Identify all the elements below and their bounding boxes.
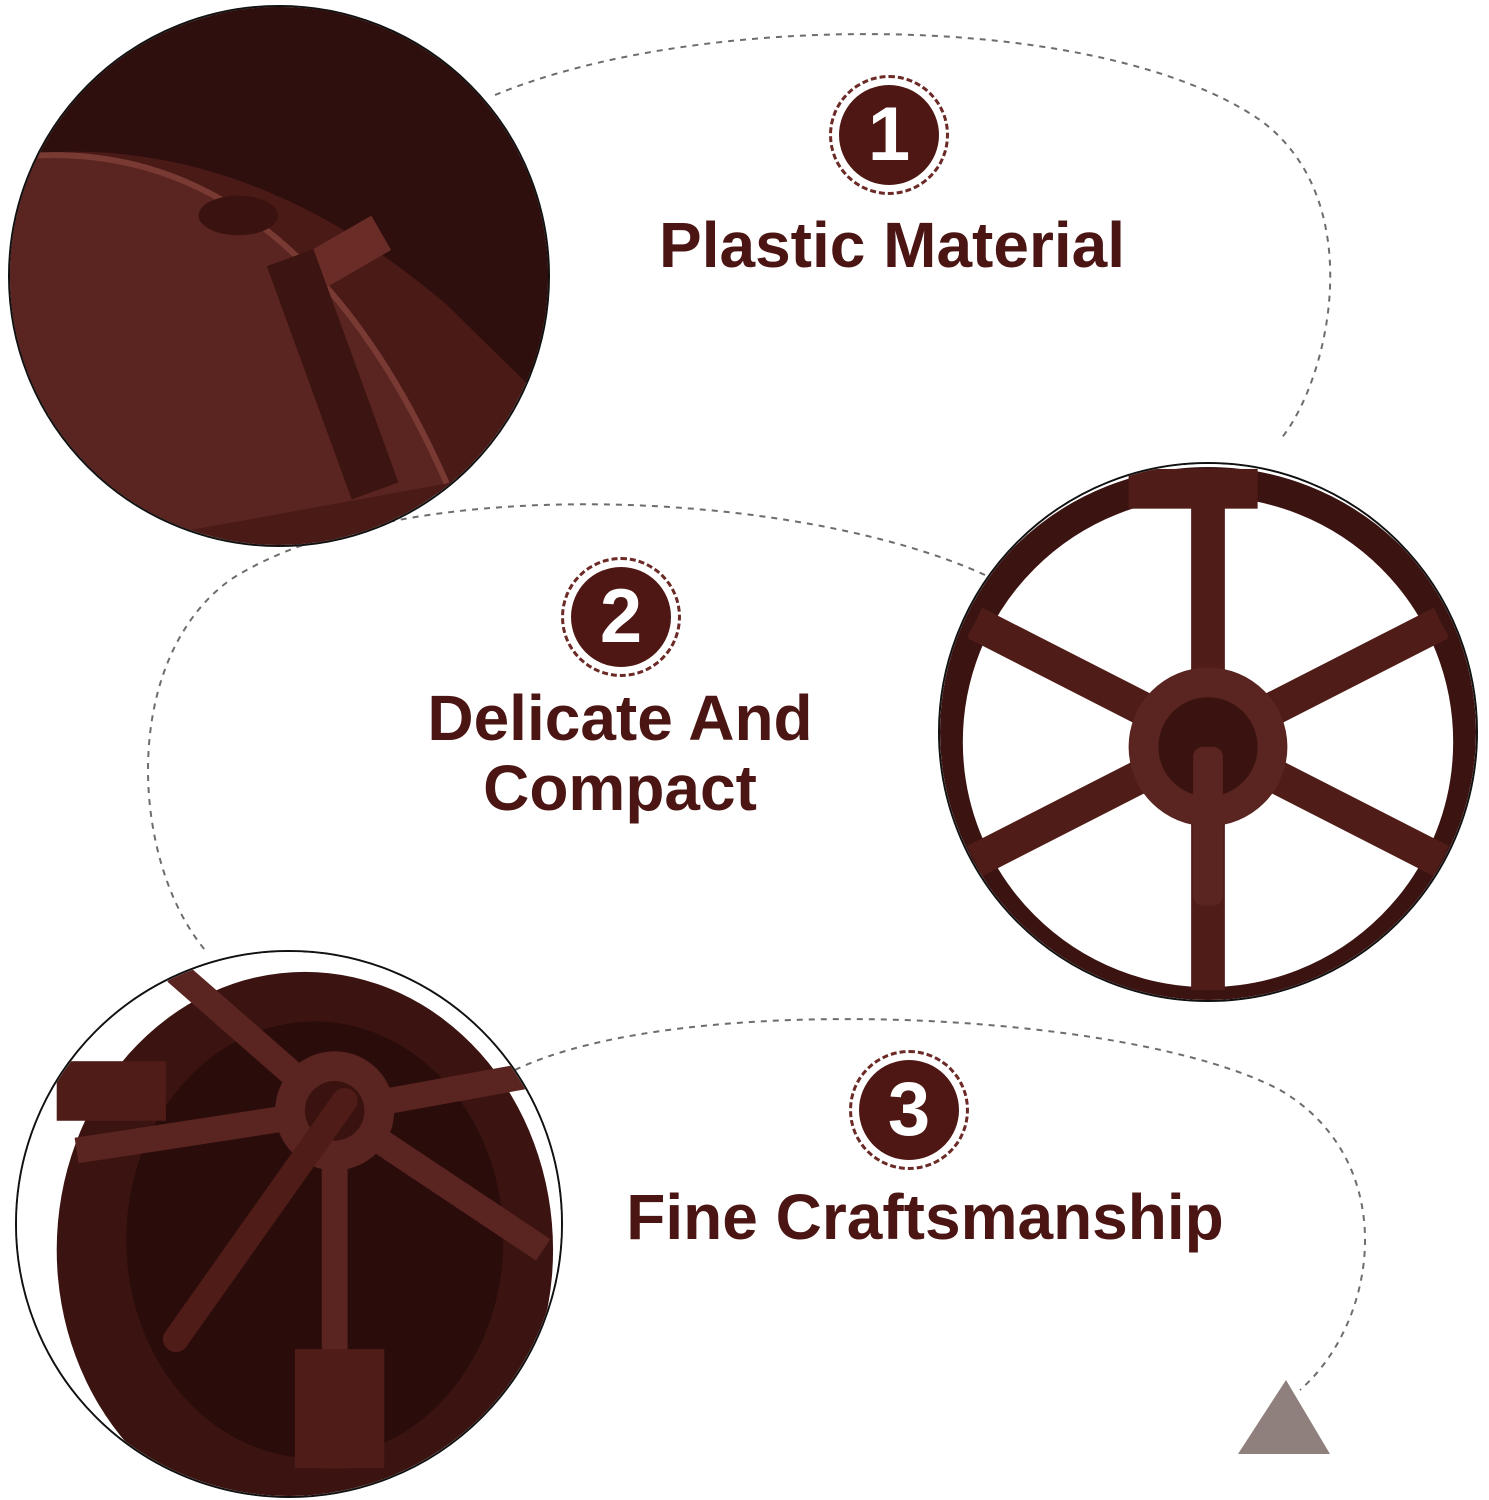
feature-2-label: Delicate And Compact [400,683,840,823]
feature-2-label-line-1: Delicate And [427,682,813,754]
feature-3-label: Fine Craftsmanship [626,1181,1224,1253]
arrow-head-icon [1238,1380,1330,1454]
wheel-angle-illustration [17,952,561,1496]
wheel-front-illustration [940,464,1476,1000]
feature-2-label-line-2: Compact [483,752,757,824]
wheel-front-photo [938,462,1478,1002]
feature-1-number-badge: 1 [829,75,949,195]
plastic-material-photo [8,5,550,547]
feature-3-number: 3 [859,1060,959,1160]
feature-3-number-badge: 3 [849,1050,969,1170]
feature-1-number: 1 [839,85,939,185]
feature-2-number: 2 [571,567,671,667]
feature-2-number-badge: 2 [561,557,681,677]
feature-1-label: Plastic Material [659,209,1125,281]
wheel-angle-photo [15,950,563,1498]
plastic-surface-illustration [10,7,548,545]
